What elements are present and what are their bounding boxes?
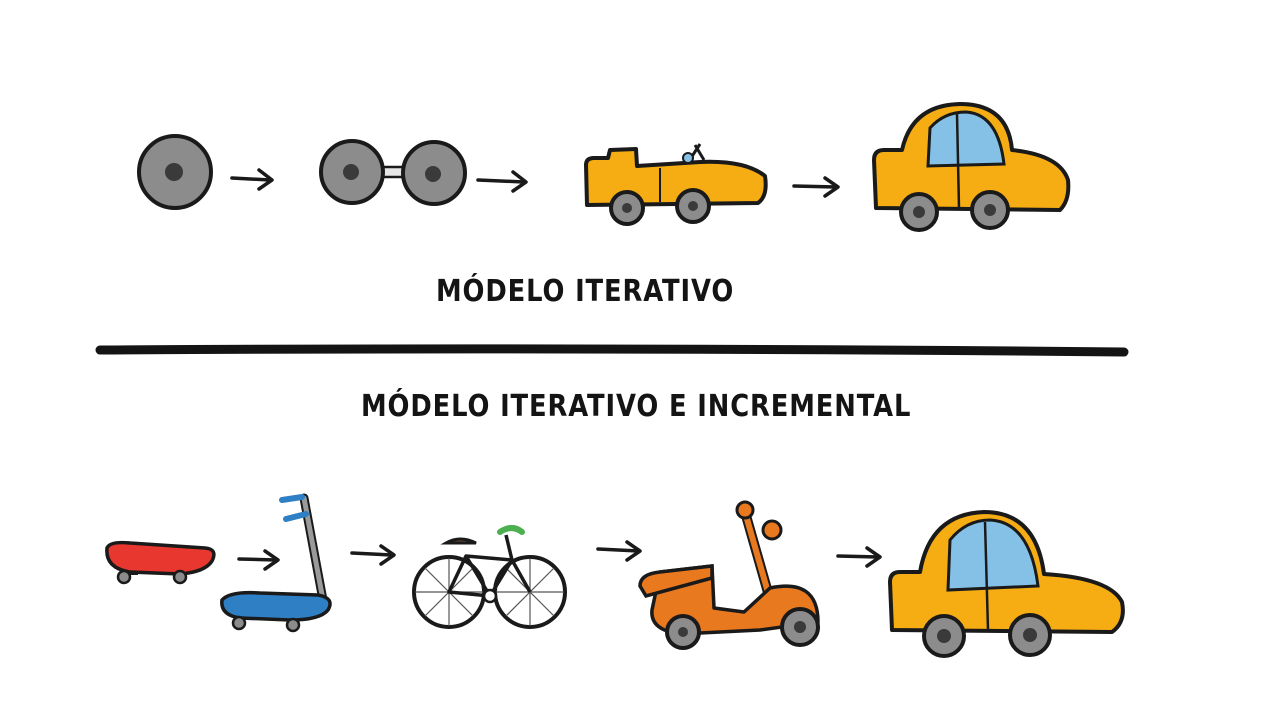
car-icon xyxy=(872,102,1071,232)
iterative-model-label: MÓDELO ITERATIVO xyxy=(436,274,735,309)
arrow-icon xyxy=(230,168,274,191)
wheel-icon xyxy=(137,134,213,210)
arrow-icon xyxy=(792,176,840,198)
iterative-incremental-model-label: MÓDELO ITERATIVO E INCREMENTAL xyxy=(361,389,912,424)
arrow-icon xyxy=(237,549,280,571)
skateboard-icon xyxy=(105,540,216,585)
divider-line xyxy=(95,344,1129,357)
bicycle-icon xyxy=(412,525,567,629)
arrow-icon xyxy=(476,170,528,193)
scooter-icon xyxy=(220,493,332,633)
arrow-icon xyxy=(596,540,642,562)
motor-scooter-icon xyxy=(638,500,820,650)
convertible-car-icon xyxy=(584,143,768,226)
axle-icon xyxy=(319,139,467,206)
arrow-icon xyxy=(350,544,396,566)
arrow-icon xyxy=(836,546,882,568)
car-icon xyxy=(888,510,1125,658)
